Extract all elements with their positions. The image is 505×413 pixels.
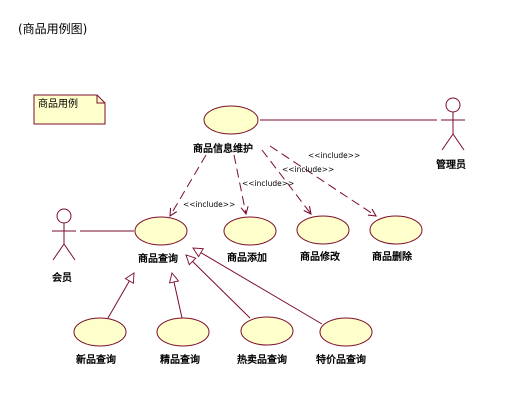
usecase-query-label: 商品查询 (138, 252, 178, 265)
usecase-modify-label: 商品修改 (300, 250, 341, 263)
include-maintain-query (170, 154, 207, 216)
usecase-maintain (203, 105, 259, 135)
actor-member-label: 会员 (52, 271, 72, 284)
usecase-delete-label: 商品删除 (372, 250, 413, 263)
include-maintain-add (233, 154, 246, 214)
usecase-special-query (319, 317, 373, 347)
usecase-maintain-label: 商品信息维护 (193, 142, 253, 155)
note: 商品用例 (33, 94, 106, 125)
actor-admin-label: 管理员 (436, 158, 466, 171)
include-label-delete: <<include>> (308, 151, 360, 160)
actor-admin (441, 97, 465, 151)
usecase-delete (369, 215, 423, 245)
generalization-special-query (193, 248, 323, 325)
usecase-modify (296, 215, 350, 245)
usecase-hot-query-label: 热卖品查询 (237, 353, 287, 366)
usecase-fine-query (156, 317, 210, 347)
include-label-modify: <<include>> (282, 165, 334, 174)
include-maintain-delete (269, 145, 376, 216)
usecase-special-query-label: 特价品查询 (316, 353, 366, 366)
usecase-add-label: 商品添加 (227, 251, 267, 264)
actor-member (52, 208, 76, 261)
diagram-title: (商品用例图) (18, 21, 87, 36)
usecase-new-query-label: 新品查询 (76, 353, 116, 366)
include-label-query: <<include>> (183, 200, 235, 209)
include-label-add: <<include>> (242, 179, 294, 188)
usecase-add (223, 216, 277, 246)
generalization-new-query (107, 273, 134, 319)
usecase-hot-query (240, 316, 294, 346)
usecase-new-query (73, 317, 127, 347)
usecase-fine-query-label: 精品查询 (160, 353, 200, 366)
generalization-hot-query (186, 255, 251, 319)
generalization-fine-query (172, 273, 183, 319)
note-text: 商品用例 (38, 97, 78, 110)
usecase-query (134, 216, 188, 246)
